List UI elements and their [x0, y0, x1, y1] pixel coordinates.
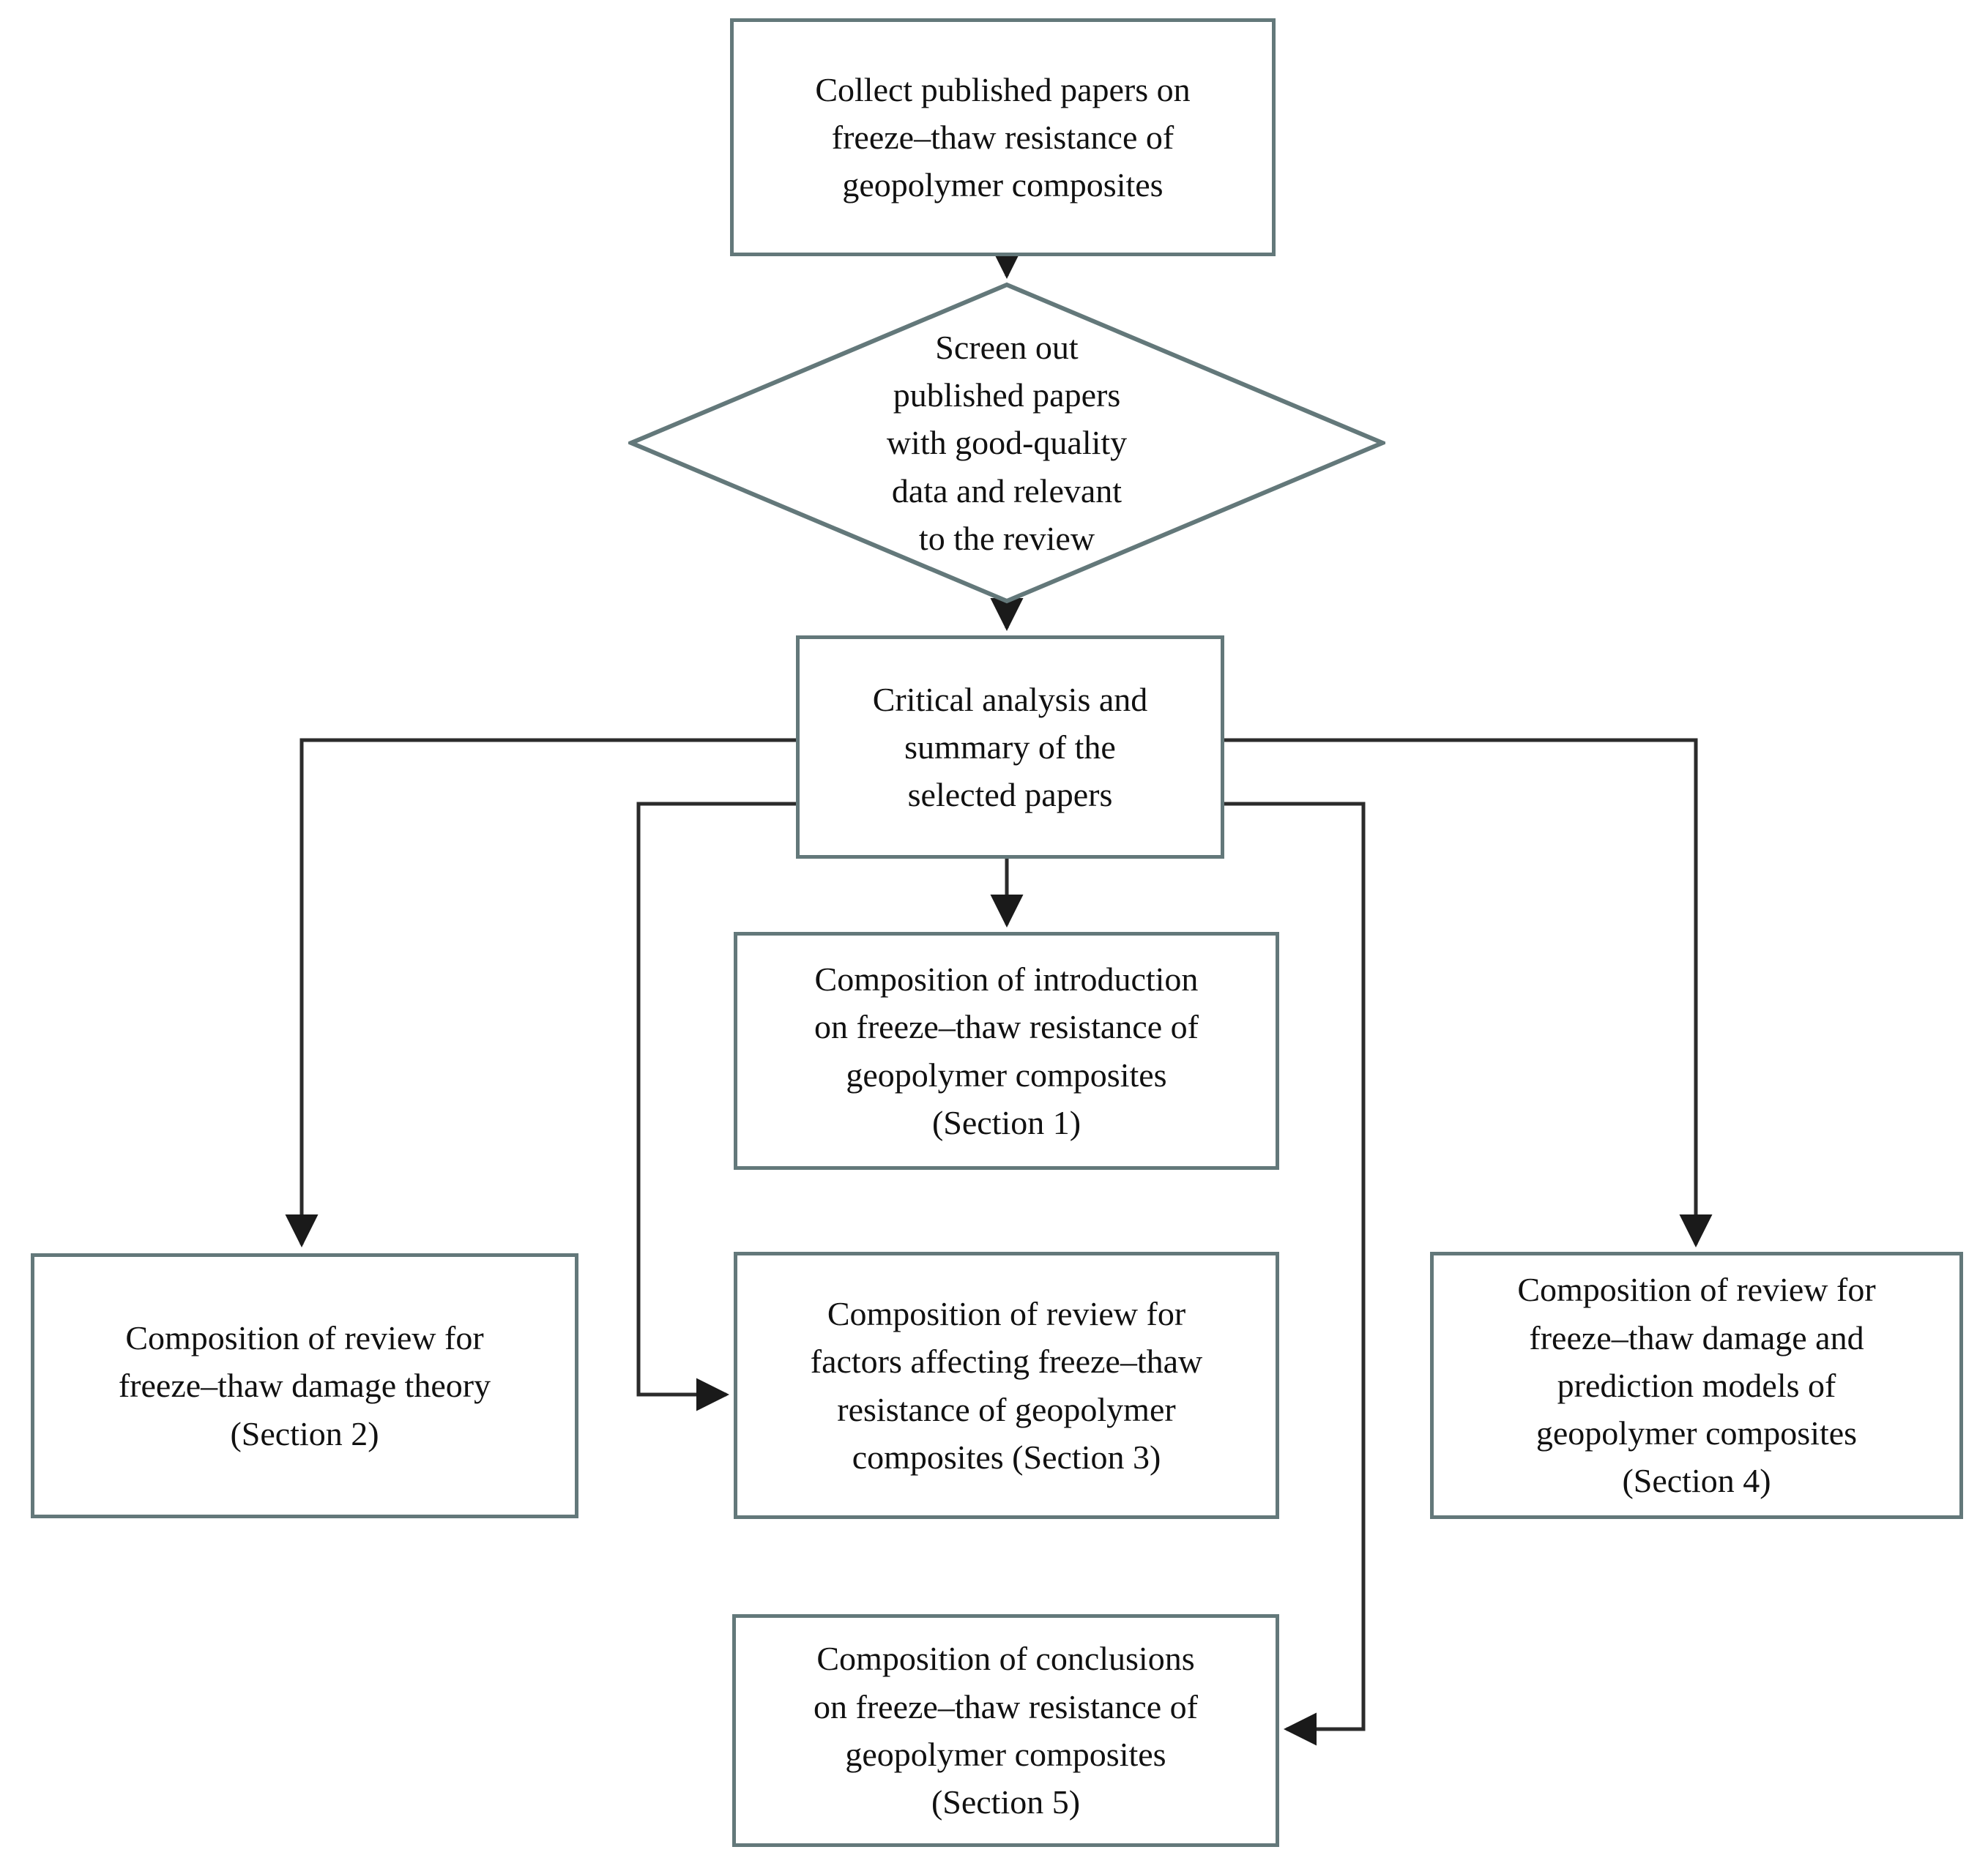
node-screen-out-decision[interactable]: Screen out published papers with good-qu… [628, 282, 1385, 604]
node-section2-damage-theory[interactable]: Composition of review for freeze–thaw da… [31, 1253, 578, 1518]
node-section4-label: Composition of review for freeze–thaw da… [1517, 1271, 1876, 1500]
node-section3-label: Composition of review for factors affect… [810, 1294, 1203, 1476]
node-critical-analysis[interactable]: Critical analysis and summary of the sel… [796, 635, 1224, 859]
node-section5-conclusions[interactable]: Composition of conclusions on freeze–tha… [732, 1614, 1279, 1847]
node-section5-label: Composition of conclusions on freeze–tha… [814, 1640, 1198, 1821]
diamond-shape [628, 282, 1385, 604]
diamond-label-wrap: Screen out published papers with good-qu… [628, 282, 1385, 604]
node-section1-introduction[interactable]: Composition of introduction on freeze–th… [734, 932, 1279, 1170]
node-section4-prediction-models[interactable]: Composition of review for freeze–thaw da… [1430, 1252, 1963, 1519]
node-collect-published-papers[interactable]: Collect published papers on freeze–thaw … [730, 18, 1276, 256]
node-critical-label: Critical analysis and summary of the sel… [872, 680, 1148, 814]
node-section1-label: Composition of introduction on freeze–th… [814, 960, 1199, 1141]
edge-critical-to-section4 [1224, 738, 1713, 1248]
node-section2-label: Composition of review for freeze–thaw da… [118, 1319, 491, 1452]
node-collect-label: Collect published papers on freeze–thaw … [815, 70, 1191, 204]
node-screen-label: Screen out published papers with good-qu… [886, 328, 1128, 557]
node-section3-factors-affecting[interactable]: Composition of review for factors affect… [734, 1252, 1279, 1519]
edge-critical-to-section2 [285, 738, 796, 1248]
